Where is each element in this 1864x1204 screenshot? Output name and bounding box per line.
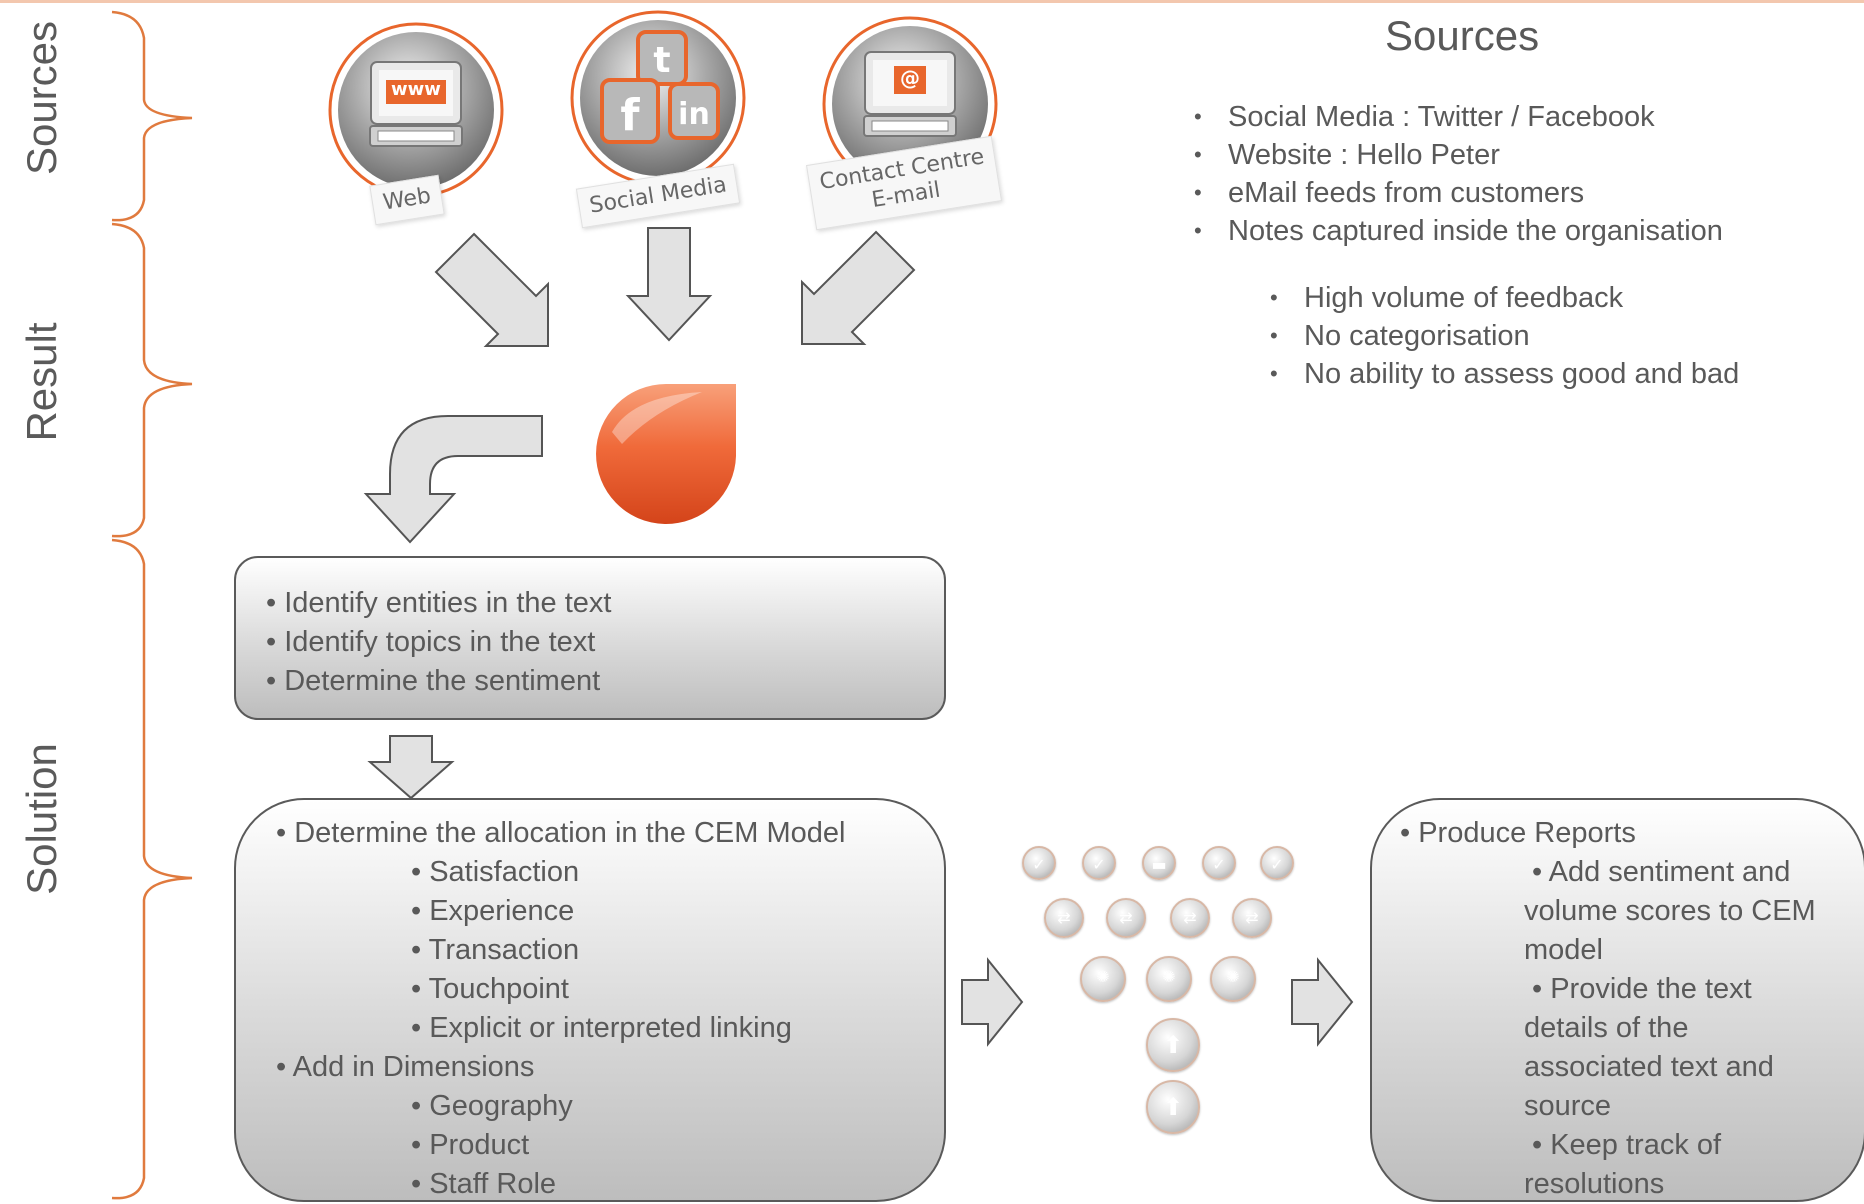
analysis-steps-box: • Identify entities in the text • Identi… xyxy=(234,556,946,720)
section-label-sources: Sources xyxy=(18,20,65,176)
source-bullet: Social Media : Twitter / Facebook xyxy=(1194,98,1723,136)
right-panel-title: Sources xyxy=(1385,12,1540,59)
dimension-item: • Geography xyxy=(411,1090,573,1122)
arrow-to-model-icon xyxy=(961,957,1024,1047)
touchpoint-node-icon: ▬ xyxy=(1142,846,1176,880)
reports-line: associated text and xyxy=(1524,1051,1774,1083)
source-bullet: eMail feeds from customers xyxy=(1194,174,1723,212)
reports-line: model xyxy=(1524,934,1603,966)
transaction-node-icon: ⇄ xyxy=(1170,898,1210,938)
reports-line: details of the xyxy=(1524,1012,1689,1044)
transaction-node-icon: ⇄ xyxy=(1232,898,1272,938)
section-brace xyxy=(111,10,193,1200)
touchpoint-node-icon: ✓ xyxy=(1202,846,1236,880)
experience-node-icon: ✺ xyxy=(1210,956,1256,1002)
cem-heading: • Determine the allocation in the CEM Mo… xyxy=(276,817,846,849)
section-label-solution: Solution xyxy=(18,743,65,895)
reports-line: resolutions xyxy=(1524,1168,1665,1200)
curved-arrow-icon xyxy=(363,415,543,544)
web-source-icon: www xyxy=(326,20,506,200)
dimensions-heading: • Add in Dimensions xyxy=(276,1051,535,1083)
arrow-to-cem-box-icon xyxy=(367,735,455,800)
dimension-item: • Product xyxy=(411,1129,530,1161)
issue-bullet: No ability to assess good and bad xyxy=(1270,355,1739,393)
reports-heading: • Produce Reports xyxy=(1400,817,1636,849)
touchpoint-node-icon: ✓ xyxy=(1082,846,1116,880)
issue-bullet: High volume of feedback xyxy=(1270,279,1739,317)
web-screen-text: www xyxy=(391,79,441,100)
reports-line: • Keep track of xyxy=(1532,1129,1722,1161)
loyalty-node-icon: ⬆ xyxy=(1146,1080,1200,1134)
cem-model-item: • Experience xyxy=(411,895,575,927)
satisfaction-node-icon: ⬆ xyxy=(1146,1018,1200,1072)
transaction-node-icon: ⇄ xyxy=(1106,898,1146,938)
result-drop-icon xyxy=(596,384,736,524)
transaction-node-icon: ⇄ xyxy=(1044,898,1084,938)
arrow-social-down-icon xyxy=(625,227,713,342)
issues-bullet-list: High volume of feedback No categorisatio… xyxy=(1270,279,1739,393)
dimension-item: • Staff Role xyxy=(411,1168,557,1200)
social-media-source-icon: t f in xyxy=(568,8,748,188)
analysis-step: • Identify topics in the text xyxy=(266,626,596,658)
email-screen-text: @ xyxy=(900,66,920,90)
experience-node-icon: ✺ xyxy=(1080,956,1126,1002)
issue-bullet: No categorisation xyxy=(1270,317,1739,355)
reports-line: • Provide the text xyxy=(1532,973,1752,1005)
source-bullet: Notes captured inside the organisation xyxy=(1194,212,1723,250)
cem-model-item: • Transaction xyxy=(411,934,580,966)
arrow-web-down-icon xyxy=(434,232,549,347)
reports-line: • Add sentiment and xyxy=(1532,856,1791,888)
touchpoint-node-icon: ✓ xyxy=(1022,846,1056,880)
svg-text:f: f xyxy=(620,90,640,141)
svg-text:t: t xyxy=(653,40,670,81)
experience-node-icon: ✺ xyxy=(1146,956,1192,1002)
touchpoint-node-icon: ✓ xyxy=(1260,846,1294,880)
reports-line: source xyxy=(1524,1090,1612,1122)
cem-model-graphic: ✓ ✓ ▬ ✓ ✓ ⇄ ⇄ ⇄ ⇄ ✺ ✺ ✺ ⬆ ⬆ xyxy=(1010,836,1310,1196)
cem-model-item: • Touchpoint xyxy=(411,973,569,1005)
source-bullet: Website : Hello Peter xyxy=(1194,136,1723,174)
arrow-to-reports-icon xyxy=(1291,957,1354,1047)
cem-model-item: • Satisfaction xyxy=(411,856,580,888)
cem-allocation-box: • Determine the allocation in the CEM Mo… xyxy=(234,798,946,1202)
analysis-step: • Identify entities in the text xyxy=(266,587,612,619)
top-accent-line xyxy=(0,0,1864,3)
cem-model-item: • Explicit or interpreted linking xyxy=(411,1012,792,1044)
reports-line: volume scores to CEM xyxy=(1524,895,1816,927)
svg-text:in: in xyxy=(678,97,710,132)
sources-bullet-list: Social Media : Twitter / Facebook Websit… xyxy=(1194,98,1723,250)
analysis-step: • Determine the sentiment xyxy=(266,665,601,697)
section-label-result: Result xyxy=(18,322,65,442)
arrow-email-down-icon xyxy=(801,230,916,345)
reports-box: • Produce Reports • Add sentiment and vo… xyxy=(1370,798,1864,1202)
